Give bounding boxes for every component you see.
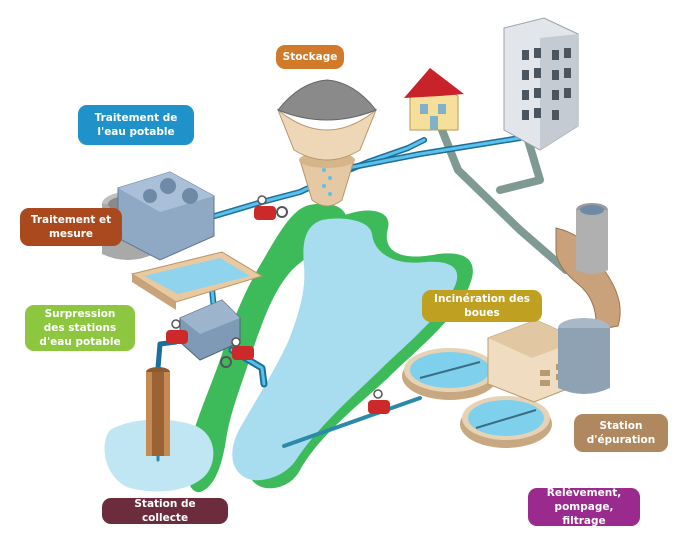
valve-icon	[254, 195, 288, 220]
valve-icon	[368, 389, 390, 414]
valve-icon	[166, 319, 188, 344]
label-station-d-epuration: Station d'épuration	[574, 414, 668, 452]
clarifier-basins	[402, 348, 552, 448]
apartment-building	[503, 17, 579, 151]
label-stockage: Stockage	[276, 45, 344, 69]
label-relevement-pompage-filtrage: Relèvement, pompage, filtrage	[528, 487, 640, 527]
booster-station	[179, 299, 241, 361]
incineration-plant	[487, 203, 621, 403]
house	[404, 68, 464, 131]
label-incineration-des-boues: Incinération des boues	[422, 290, 542, 322]
label-traitement-et-mesure: Traitement et mesure	[20, 208, 122, 246]
valves	[166, 195, 390, 414]
river-bank-left	[186, 203, 347, 493]
river	[186, 203, 473, 493]
valve-icon	[220, 337, 254, 368]
collection-well	[146, 367, 170, 456]
label-traitement-eau-potable: Traitement de l'eau potable	[78, 105, 194, 145]
label-station-de-collecte: Station de collecte	[102, 498, 228, 524]
label-surpression: Surpression des stations d'eau potable	[25, 305, 135, 351]
river-water	[232, 218, 458, 481]
water-tower	[276, 79, 378, 207]
filter-basin	[130, 251, 264, 310]
